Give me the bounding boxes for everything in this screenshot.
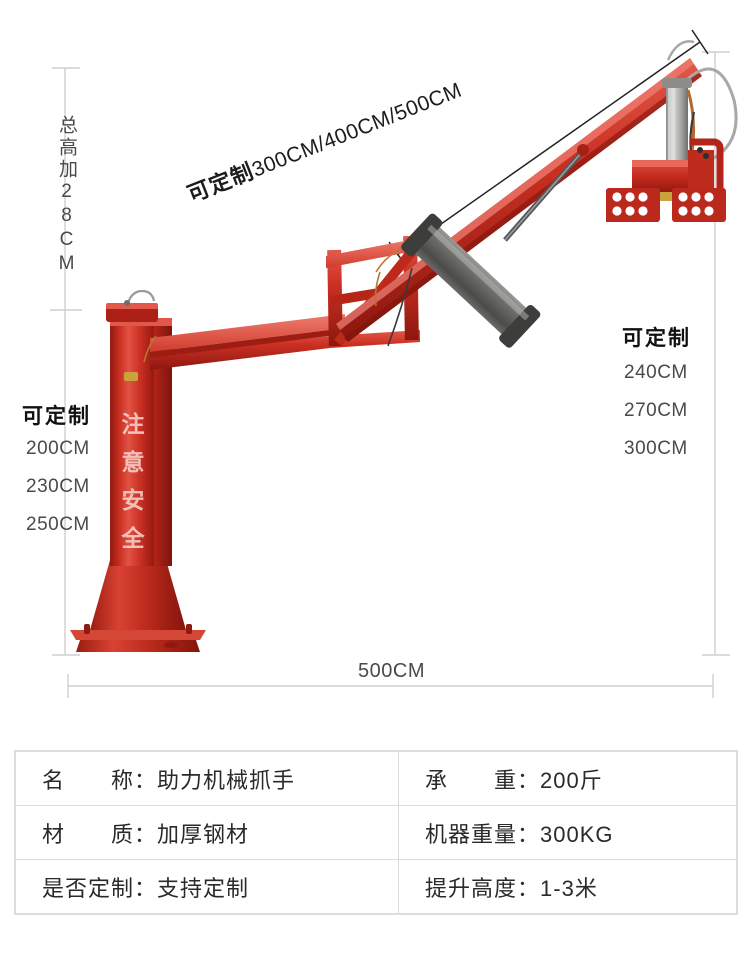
spec-cell-name: 名 称：助力机械抓手	[15, 751, 399, 806]
svg-text:注: 注	[122, 411, 145, 438]
lift-height-option-1: 240CM	[624, 362, 688, 383]
spec-value-weight: 300KG	[540, 821, 614, 847]
spec-key-material: 材	[42, 821, 66, 847]
lift-height-option-2: 270CM	[624, 400, 688, 421]
column-height-option-2: 230CM	[26, 476, 90, 497]
spec-value-material: 加厚钢材	[157, 821, 250, 847]
svg-text:全: 全	[121, 525, 146, 552]
spec-value-custom: 支持定制	[157, 875, 250, 901]
spec-cell-capacity: 承 重：200斤	[398, 751, 737, 806]
spec-cell-custom: 是否定制：支持定制	[15, 859, 399, 914]
gripper-claw-left	[606, 188, 660, 222]
gripper-head	[606, 40, 738, 222]
spec-key-capacity-2: 重：	[494, 767, 541, 793]
spec-table: 名 称：助力机械抓手 承 重：200斤 材 质：加厚钢材 机器重量：300KG 是否定…	[14, 750, 738, 915]
main-boom	[336, 58, 702, 342]
spec-key-material-2: 质：	[111, 821, 158, 847]
column-height-title: 可定制	[22, 405, 91, 428]
spec-value-capacity: 200斤	[540, 767, 603, 793]
column-top-bearing	[106, 289, 158, 322]
spec-cell-material: 材 质：加厚钢材	[15, 805, 399, 860]
lift-height-title: 可定制	[622, 327, 691, 350]
svg-text:安: 安	[122, 487, 145, 514]
table-row: 是否定制：支持定制 提升高度：1-3米	[15, 859, 737, 914]
spec-key-name: 名	[42, 767, 66, 793]
spec-key-name-2: 称：	[111, 767, 158, 793]
spec-key-custom: 是否定制：	[42, 875, 158, 901]
spec-key-weight: 机器重量：	[425, 821, 541, 847]
column-height-option-1: 200CM	[26, 438, 90, 459]
table-row: 名 称：助力机械抓手 承 重：200斤	[15, 751, 737, 806]
spec-key-lift: 提升高度：	[425, 875, 541, 901]
column-warning-text: 注 意 安 全	[121, 411, 146, 552]
product-illustration: 注 意 安 全	[22, 29, 738, 698]
spec-value-lift: 1-3米	[540, 875, 598, 901]
svg-text:意: 意	[122, 449, 145, 476]
spec-value-name: 助力机械抓手	[157, 767, 296, 793]
spec-cell-weight: 机器重量：300KG	[398, 805, 737, 860]
span-dimension-label: 500CM	[358, 660, 425, 682]
crane-base	[70, 560, 206, 652]
gripper-claw-right	[672, 188, 726, 222]
lift-height-option-3: 300CM	[624, 438, 688, 459]
hydraulic-damper	[401, 213, 541, 348]
spec-cell-lift: 提升高度：1-3米	[398, 859, 737, 914]
spec-key-capacity: 承	[425, 767, 449, 793]
total-height-label: 总高加28CM	[56, 115, 77, 277]
crane-machine: 注 意 安 全	[70, 40, 738, 652]
table-row: 材 质：加厚钢材 机器重量：300KG	[15, 805, 737, 860]
column-height-option-3: 250CM	[26, 514, 90, 535]
